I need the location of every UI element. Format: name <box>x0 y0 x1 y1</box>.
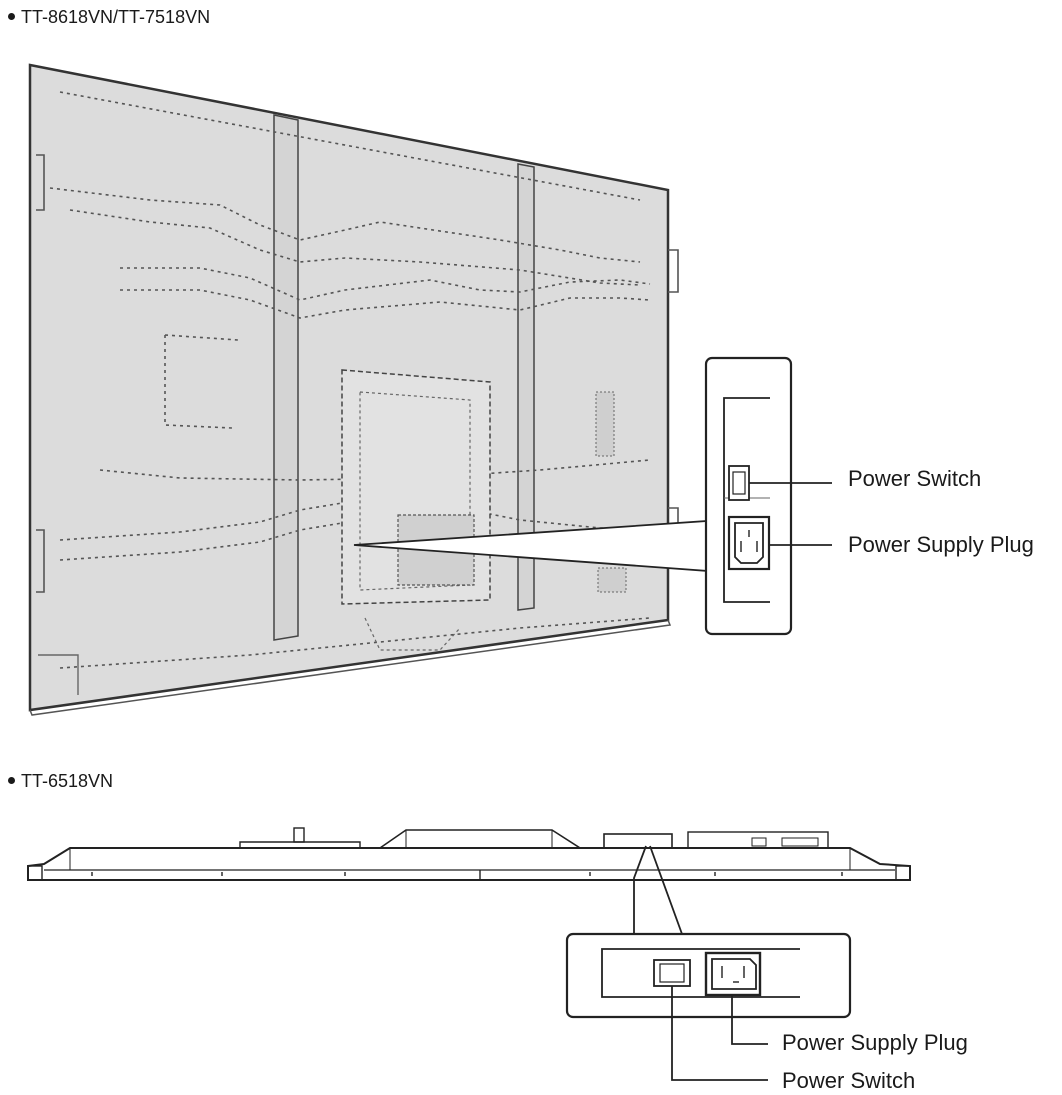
callout-box-top <box>704 356 832 636</box>
power-plug-socket-icon <box>727 515 771 571</box>
label-power-supply-plug-bottom: Power Supply Plug <box>782 1030 968 1055</box>
bullet-dot-icon <box>8 776 15 784</box>
callout-box-bottom <box>565 932 852 1081</box>
model-name-top: TT-8618VN/TT-7518VN <box>21 7 211 27</box>
power-switch-icon <box>653 959 691 987</box>
power-switch-icon <box>728 465 750 501</box>
power-plug-socket-icon <box>704 951 762 997</box>
section-heading-large-models: TT-8618VN/TT-7518VN <box>8 6 210 28</box>
label-power-supply-plug-top: Power Supply Plug <box>848 532 1034 557</box>
label-power-switch-top: Power Switch <box>848 466 982 491</box>
display-rear-view <box>28 63 679 716</box>
bullet-dot-icon <box>8 12 15 20</box>
label-power-switch-bottom: Power Switch <box>782 1068 916 1093</box>
model-name-bottom: TT-6518VN <box>21 771 114 791</box>
zoom-lines-bottom <box>633 845 683 935</box>
display-bottom-view <box>27 827 911 881</box>
section-heading-small-model: TT-6518VN <box>8 770 113 792</box>
